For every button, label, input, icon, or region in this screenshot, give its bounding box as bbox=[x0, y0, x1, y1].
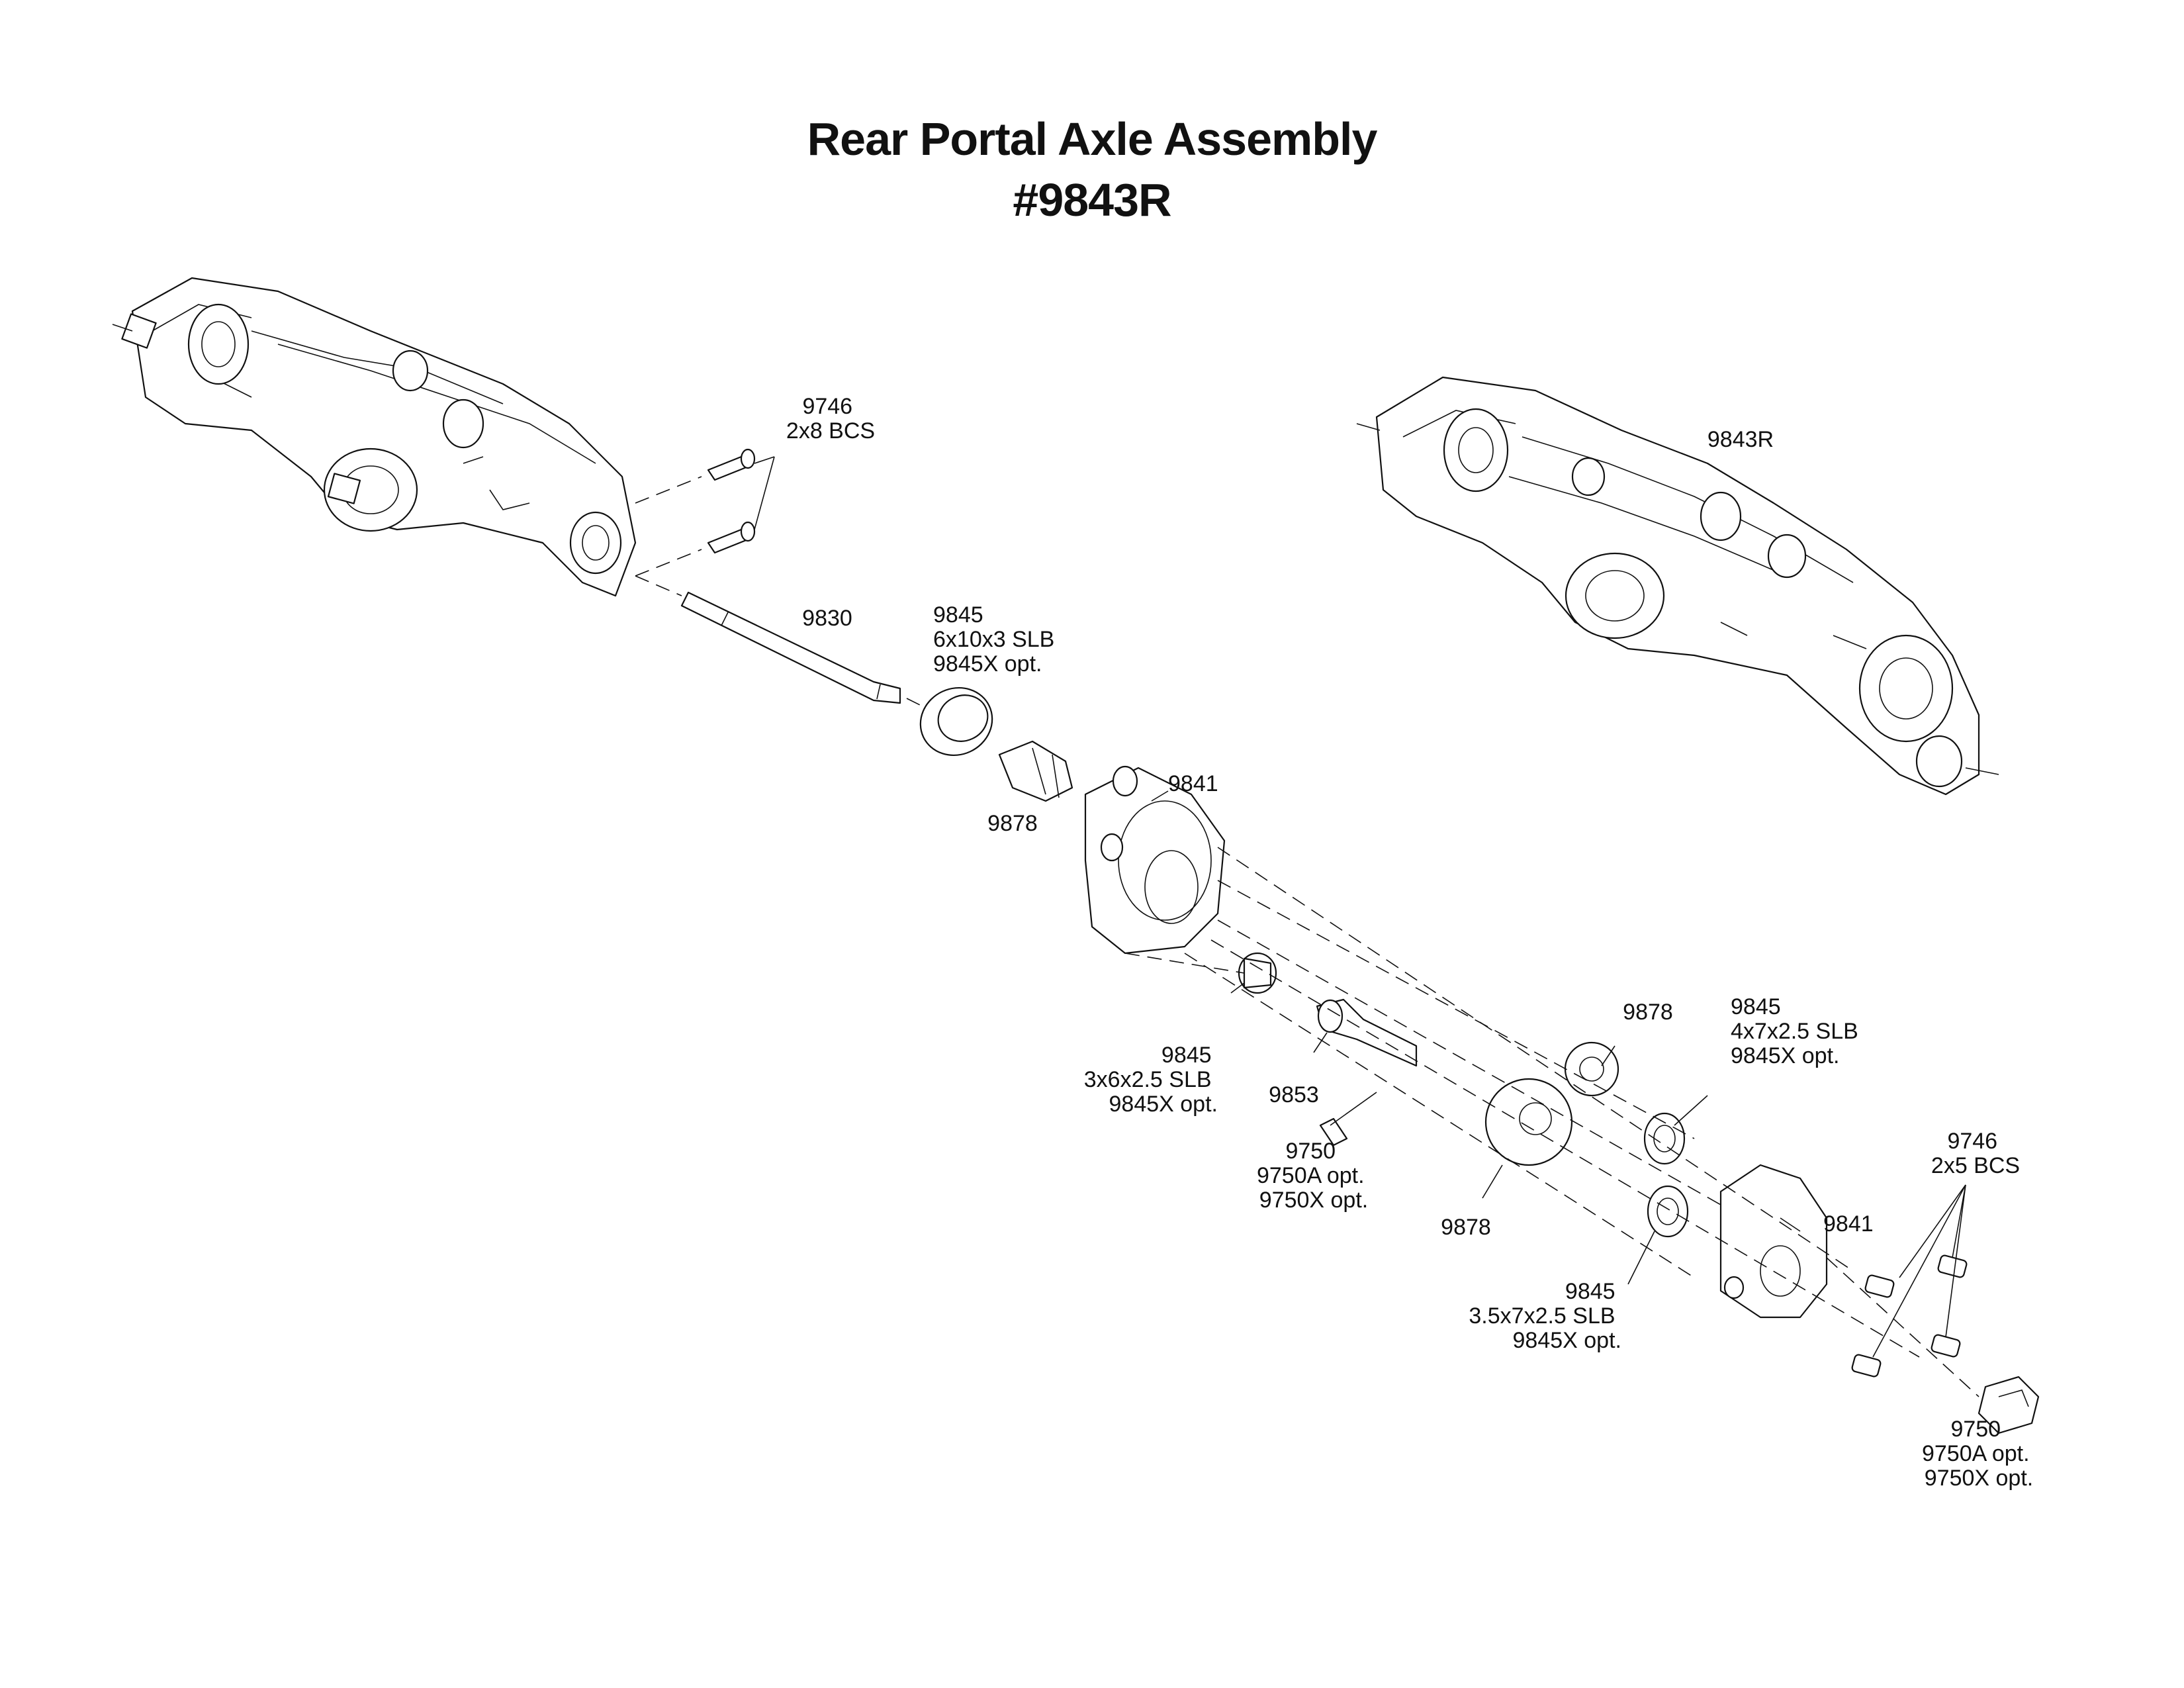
label-housing-outer: 9841 bbox=[1823, 1211, 1874, 1237]
label-stub-shaft: 9853 bbox=[1269, 1082, 1319, 1107]
gear-input-part bbox=[998, 740, 1073, 802]
label-axle-complete: 9843R bbox=[1707, 427, 1774, 452]
label-bearing-mid: 9845 4x7x2.5 SLB 9845X opt. bbox=[1731, 994, 1864, 1068]
diagram-title: Rear Portal Axle Assembly bbox=[807, 113, 1378, 165]
housing-outer-part bbox=[1719, 1164, 1828, 1319]
stub-shaft-part bbox=[1316, 998, 1418, 1067]
axle-assembly-complete bbox=[1356, 376, 1999, 796]
pin-part bbox=[1319, 1117, 1348, 1147]
label-bearing-large: 9845 6x10x3 SLB 9845X opt. bbox=[933, 602, 1061, 677]
bearing-4x7x2-5 bbox=[1643, 1112, 1686, 1165]
label-hex-hub: 9750 9750A opt. 9750X opt. bbox=[1922, 1417, 2036, 1491]
callout-labels: 9746 2x8 BCS 9843R 9830 9845 6x10x3 SLB … bbox=[786, 394, 2036, 1491]
label-gear-input: 9878 bbox=[987, 811, 1038, 836]
axle-shaft-part bbox=[680, 591, 901, 704]
part-number-title: #9843R bbox=[1013, 174, 1171, 226]
label-gear-large: 9878 bbox=[1441, 1215, 1491, 1240]
label-leader-lines bbox=[754, 456, 1966, 1358]
gear-large-part bbox=[1484, 1078, 1573, 1166]
label-screws-bottom: 9746 2x5 BCS bbox=[1931, 1129, 2020, 1178]
label-bearing-small-left: 9845 3x6x2.5 SLB 9845X opt. bbox=[1084, 1043, 1218, 1117]
screws-2x8 bbox=[707, 448, 756, 554]
label-screws-top: 9746 2x8 BCS bbox=[786, 394, 875, 444]
label-pin: 9750 9750A opt. 9750X opt. bbox=[1257, 1139, 1371, 1213]
label-gear-small: 9878 bbox=[1623, 1000, 1673, 1025]
label-bearing-lower: 9845 3.5x7x2.5 SLB 9845X opt. bbox=[1469, 1279, 1621, 1353]
bearing-3-5x7x2-5 bbox=[1647, 1185, 1689, 1238]
assembly-guide-lines bbox=[635, 476, 1979, 1397]
screws-2x5 bbox=[1851, 1254, 1968, 1378]
label-axle-shaft: 9830 bbox=[802, 606, 852, 631]
hex-hub-part bbox=[1978, 1376, 2040, 1434]
gear-small-part bbox=[1564, 1041, 1619, 1097]
bearing-6x10x3 bbox=[919, 686, 993, 757]
axle-assembly-left bbox=[112, 277, 637, 597]
bearing-3x6x2-5 bbox=[1238, 952, 1277, 994]
label-housing-inner: 9841 bbox=[1168, 771, 1218, 796]
housing-inner-part bbox=[1084, 765, 1226, 955]
